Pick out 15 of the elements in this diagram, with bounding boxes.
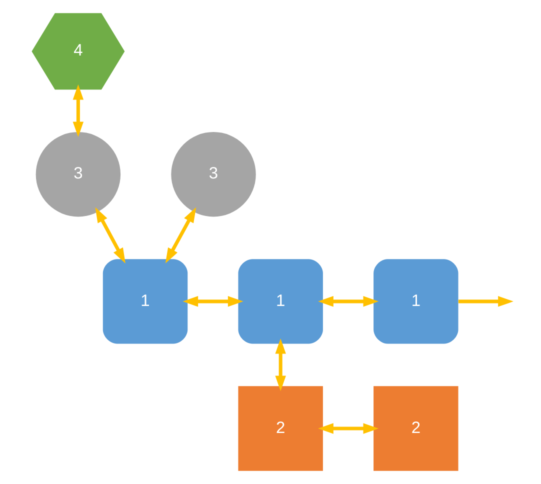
node-box: 1: [238, 259, 323, 344]
arrow: [318, 296, 379, 307]
arrow: [95, 207, 126, 264]
arrow: [458, 296, 514, 307]
arrow: [318, 423, 379, 434]
node-circle: 3: [171, 132, 256, 217]
node-circle: 3: [36, 132, 121, 217]
arrow: [182, 296, 244, 307]
arrow: [72, 84, 84, 138]
arrow: [165, 207, 196, 264]
node-box: 1: [374, 259, 458, 344]
arrow: [275, 338, 286, 392]
node-box: 1: [102, 259, 188, 344]
node-box: 2: [238, 386, 323, 471]
node-box: 2: [374, 386, 458, 471]
